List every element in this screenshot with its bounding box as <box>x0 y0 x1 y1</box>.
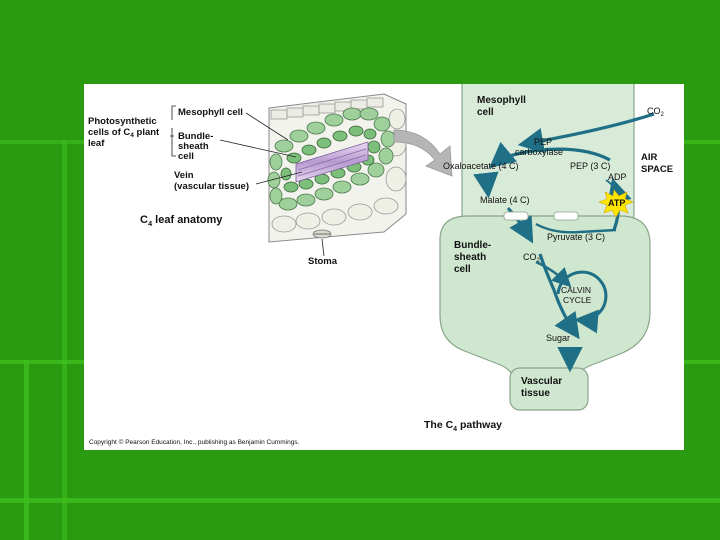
label-mesophyll-cell-2: cell <box>477 107 494 118</box>
label-stoma: Stoma <box>308 256 338 267</box>
leaf-cross-section <box>267 93 407 243</box>
label-bundle-sheath-cell-3: cell <box>454 264 471 275</box>
label-vein-2: (vascular tissue) <box>174 181 249 192</box>
label-calvin-cycle-2: CYCLE <box>563 295 592 305</box>
label-bundle-sheath-1: Bundle- <box>178 131 213 142</box>
zoom-arrow <box>393 129 453 177</box>
c4-figure: Photosynthetic cells of C4 plant leaf Me… <box>84 84 684 450</box>
label-oxaloacetate: Oxaloacetate (4 C) <box>443 161 519 171</box>
label-co2-inner: CO2 <box>523 252 541 264</box>
bundle-sheath-cell-shape <box>439 215 651 393</box>
co2-inner-arrow <box>535 260 572 288</box>
label-vascular-tissue-2: tissue <box>521 388 550 399</box>
label-vein-1: Vein <box>174 170 194 181</box>
c4-leaf-anatomy-title: C4 leaf anatomy <box>140 214 223 228</box>
label-mesophyll-cell-1: Mesophyll <box>477 95 526 106</box>
label-mesophyll-cell: Mesophyll cell <box>178 107 243 118</box>
anatomy-leader-lines <box>170 105 325 257</box>
label-photosynthetic-cells-1: Photosynthetic <box>88 116 157 127</box>
label-sugar: Sugar <box>546 333 570 343</box>
figure-svg: Photosynthetic cells of C4 plant leaf Me… <box>88 84 673 446</box>
label-air-space-1: AIR <box>641 152 658 163</box>
label-bundle-sheath-3: cell <box>178 151 194 162</box>
label-co2-top: CO2 <box>647 106 665 118</box>
label-pep-carboxylase-1: PEP <box>534 137 552 147</box>
membrane-gaps <box>503 211 579 221</box>
calvin-cycle-ring <box>556 270 608 334</box>
label-pep-3c: PEP (3 C) <box>570 161 610 171</box>
label-bundle-sheath-2: sheath <box>178 141 209 152</box>
label-pyruvate: Pyruvate (3 C) <box>547 232 605 242</box>
label-vascular-tissue-1: Vascular <box>521 376 562 387</box>
label-malate: Malate (4 C) <box>480 195 530 205</box>
label-bundle-sheath-cell-2: sheath <box>454 252 486 263</box>
vascular-tissue-shape <box>509 367 589 411</box>
label-photosynthetic-cells-3: leaf <box>88 138 105 149</box>
label-photosynthetic-cells-2: cells of C4 plant <box>88 127 160 139</box>
label-pep-carboxylase-2: carboxylase <box>515 147 563 157</box>
label-adp: ADP <box>608 172 627 182</box>
label-calvin-cycle-1: CALVIN <box>561 285 591 295</box>
atp-starburst <box>598 189 634 218</box>
copyright-text: Copyright © Pearson Education, Inc., pub… <box>89 438 300 446</box>
label-air-space-2: SPACE <box>641 164 673 175</box>
label-atp: ATP <box>608 198 625 208</box>
pyruvate-arrow <box>535 222 617 234</box>
c4-pathway-title: The C4 pathway <box>424 419 502 433</box>
label-bundle-sheath-cell-1: Bundle- <box>454 240 491 251</box>
